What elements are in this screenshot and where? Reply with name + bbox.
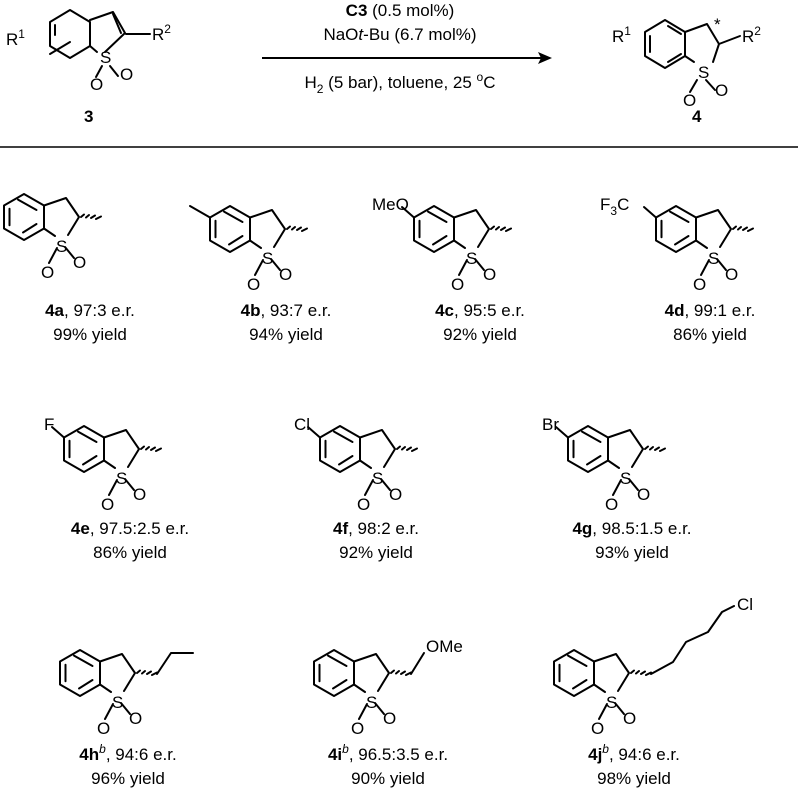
oxygen-atom: O [637,485,650,504]
caption-4i: 4ib, 96.5:3.5 e.r. 90% yield [328,742,448,788]
reactant-oxygen-atom: O [90,75,103,94]
sulfur-atom: S [56,237,67,256]
caption-yield: 99% yield [53,325,127,344]
structure-4a: S O O [3,193,102,282]
caption-id-er: 4ib, 96.5:3.5 e.r. [328,742,448,764]
structure-4j: Cl S O O [553,595,753,738]
sulfur-atom: S [466,249,477,268]
oxygen-atom: O [383,709,396,728]
product-sulfur-atom: S [698,63,709,82]
caption-id-er: 4d, 99:1 e.r. [665,301,756,320]
caption-4h: 4hb, 94:6 e.r. 96% yield [79,742,176,788]
structure-4h: S O O [59,649,194,738]
oxygen-atom: O [605,495,618,514]
structure-4f: Cl S O O [294,415,418,514]
caption-id-er: 4jb, 94:6 e.r. [588,742,680,764]
catalyst-label: C3 (0.5 mol%) [346,1,455,20]
structure-4g: Br S O O [542,415,666,514]
caption-yield: 94% yield [249,325,323,344]
oxygen-atom: O [623,709,636,728]
oxygen-atom: O [279,265,292,284]
caption-yield: 90% yield [351,769,425,788]
product-r1-label: R1 [612,24,631,46]
caption-yield: 92% yield [339,543,413,562]
trifluoromethyl-label: F3C [600,195,629,218]
caption-4d: 4d, 99:1 e.r. 86% yield [665,301,756,344]
reactant-3: S O O R1 R2 3 [6,9,171,126]
caption-4a: 4a, 97:3 e.r. 99% yield [45,301,135,344]
structure-4i: OMe S O O [313,637,463,738]
sulfur-atom: S [372,469,383,488]
oxygen-atom: O [389,485,402,504]
oxygen-atom: O [97,719,110,738]
caption-id-er: 4e, 97.5:2.5 e.r. [71,519,189,538]
caption-id-er: 4b, 93:7 e.r. [241,301,332,320]
hydrogenation-conditions: H2 (5 bar), toluene, 25 oC [304,70,495,96]
product-oxygen-atom-2: O [715,81,728,100]
structure-4d: F3C S O O [600,195,754,294]
caption-4b: 4b, 93:7 e.r. 94% yield [241,301,332,344]
fluoro-label: F [44,415,54,434]
reactant-r1-label: R1 [6,27,25,49]
structure-4c: MeO S O O [372,195,512,294]
oxygen-atom: O [73,253,86,272]
oxygen-atom: O [451,275,464,294]
caption-4e: 4e, 97.5:2.5 e.r. 86% yield [71,519,189,562]
oxygen-atom: O [483,265,496,284]
caption-4j: 4jb, 94:6 e.r. 98% yield [588,742,680,788]
bromo-label: Br [542,415,559,434]
methoxymethyl-label: OMe [426,637,463,656]
reaction-arrowhead [538,52,552,64]
caption-id-er: 4f, 98:2 e.r. [333,519,419,538]
caption-4g: 4g, 98.5:1.5 e.r. 93% yield [572,519,691,562]
caption-4c: 4c, 95:5 e.r. 92% yield [435,301,525,344]
sulfur-atom: S [708,249,719,268]
caption-id-er: 4a, 97:3 e.r. [45,301,135,320]
caption-id-er: 4c, 95:5 e.r. [435,301,525,320]
product-oxygen-atom: O [683,91,696,110]
caption-yield: 98% yield [597,769,671,788]
oxygen-atom: O [357,495,370,514]
sulfur-atom: S [112,693,123,712]
sulfur-atom: S [262,249,273,268]
oxygen-atom: O [591,719,604,738]
sulfur-atom: S [606,693,617,712]
caption-id-er: 4hb, 94:6 e.r. [79,742,176,764]
stereocenter-asterisk: * [714,15,721,34]
caption-4f: 4f, 98:2 e.r. 92% yield [333,519,419,562]
oxygen-atom: O [351,719,364,738]
oxygen-atom: O [133,485,146,504]
structure-4e: F S O O [44,415,162,514]
sulfur-atom: S [116,469,127,488]
oxygen-atom: O [725,265,738,284]
oxygen-atom: O [41,263,54,282]
reactant-r2-label: R2 [152,22,171,44]
reactant-oxygen-atom-2: O [120,65,133,84]
caption-yield: 86% yield [673,325,747,344]
structure-4b: S O O [189,205,308,294]
methoxy-label: MeO [372,195,409,214]
base-label: NaOt-Bu (6.7 mol%) [323,25,476,44]
oxygen-atom: O [129,709,142,728]
caption-id-er: 4g, 98.5:1.5 e.r. [572,519,691,538]
reactant-sulfur-atom: S [100,48,111,67]
product-4: S O O R1 R2 * 4 [612,15,761,126]
oxygen-atom: O [101,495,114,514]
caption-yield: 92% yield [443,325,517,344]
caption-yield: 96% yield [91,769,165,788]
sulfur-atom: S [620,469,631,488]
oxygen-atom: O [247,275,260,294]
caption-yield: 93% yield [595,543,669,562]
chlorobutyl-label: Cl [737,595,753,614]
product-compound-number: 4 [692,107,702,126]
sulfur-atom: S [366,693,377,712]
chloro-label: Cl [294,415,310,434]
caption-yield: 86% yield [93,543,167,562]
product-r2-label: R2 [742,24,761,46]
reaction-conditions: C3 (0.5 mol%) NaOt-Bu (6.7 mol%) H2 (5 b… [262,1,552,96]
oxygen-atom: O [693,275,706,294]
reactant-compound-number: 3 [84,107,93,126]
